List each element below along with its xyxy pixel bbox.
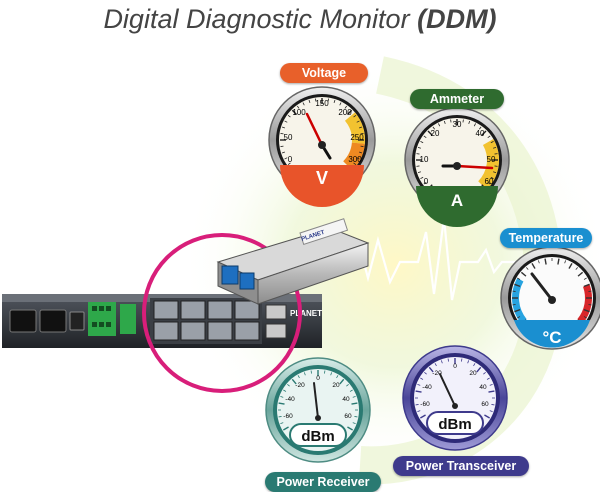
voltage-tick-250: 250 xyxy=(350,133,364,142)
transceiver-tick-n60: -60 xyxy=(420,401,430,408)
power-transceiver-gauge: -60 -40 -20 0 20 40 60 dBm xyxy=(403,346,507,450)
sfp-port-blue-2 xyxy=(240,273,254,289)
voltage-tick-100: 100 xyxy=(292,108,306,117)
gauge-tick xyxy=(513,304,516,305)
transceiver-tick-40: 40 xyxy=(479,384,487,391)
receiver-hub xyxy=(315,415,321,421)
voltage-tick-50: 50 xyxy=(284,133,293,142)
sfp-port-grid xyxy=(150,298,262,344)
ammeter-label: Ammeter xyxy=(410,89,504,109)
transceiver-hub xyxy=(452,403,458,409)
voltage-tick-150: 150 xyxy=(315,99,329,108)
ammeter-hub xyxy=(453,162,461,170)
power-receiver-gauge: -60 -40 -20 0 20 40 60 dBm xyxy=(266,358,370,462)
gauge-tick xyxy=(448,359,449,362)
receiver-tick-n20: -20 xyxy=(295,382,305,389)
voltage-tick-200: 200 xyxy=(338,108,352,117)
ammeter-tick-40: 40 xyxy=(476,129,485,138)
power-transceiver-label: Power Transceiver xyxy=(393,456,529,476)
temperature-unit: °C xyxy=(542,328,561,347)
voltage-tick-0: 0 xyxy=(288,155,293,164)
transceiver-tick-60: 60 xyxy=(481,401,489,408)
receiver-tick-n40: -40 xyxy=(285,396,295,403)
voltage-tick-300: 300 xyxy=(348,155,362,164)
temperature-hub xyxy=(548,296,556,304)
transceiver-unit: dBm xyxy=(438,416,471,433)
receiver-tick-40: 40 xyxy=(342,396,350,403)
ammeter-tick-50: 50 xyxy=(487,155,496,164)
gauge-tick xyxy=(461,359,462,362)
gauge-tick xyxy=(588,291,591,292)
temperature-label: Temperature xyxy=(500,228,592,248)
gauge-tick xyxy=(513,291,516,292)
temperature-gauge: °C xyxy=(501,247,600,349)
receiver-unit: dBm xyxy=(301,428,334,445)
ammeter-tick-30: 30 xyxy=(453,120,462,129)
ammeter-tick-20: 20 xyxy=(431,129,440,138)
ammeter-unit: A xyxy=(451,191,463,210)
dc-connector xyxy=(70,312,84,330)
power-socket-2 xyxy=(40,310,66,332)
gauge-tick xyxy=(279,416,282,417)
switch-brand: PLANET xyxy=(290,309,322,318)
transceiver-tick-n40: -40 xyxy=(422,384,432,391)
ammeter-tick-0: 0 xyxy=(424,177,429,186)
voltage-unit: V xyxy=(316,168,328,188)
power-socket-1 xyxy=(10,310,36,332)
gauge-tick xyxy=(416,404,419,405)
voltage-hub xyxy=(318,141,326,149)
transceiver-tick-20: 20 xyxy=(469,370,477,377)
rj45-port-2 xyxy=(266,324,286,338)
ammeter-tick-10: 10 xyxy=(420,155,429,164)
ammeter-tick-60: 60 xyxy=(485,177,494,186)
network-switch: PLANET xyxy=(2,294,322,348)
gauge-tick xyxy=(354,416,357,417)
transceiver-tick-0: 0 xyxy=(453,363,457,370)
sfp-port-blue-1 xyxy=(222,266,238,284)
gauge-tick xyxy=(491,404,494,405)
gauge-tick xyxy=(311,371,312,374)
receiver-tick-0: 0 xyxy=(316,375,320,382)
gauge-tick xyxy=(588,304,591,305)
receiver-tick-20: 20 xyxy=(332,382,340,389)
receiver-tick-n60: -60 xyxy=(283,413,293,420)
gauge-tick xyxy=(324,371,325,374)
power-receiver-label: Power Receiver xyxy=(265,472,381,492)
voltage-label: Voltage xyxy=(280,63,368,83)
receiver-tick-60: 60 xyxy=(344,413,352,420)
rj45-port-1 xyxy=(266,305,286,319)
terminal-block-2 xyxy=(120,304,136,334)
